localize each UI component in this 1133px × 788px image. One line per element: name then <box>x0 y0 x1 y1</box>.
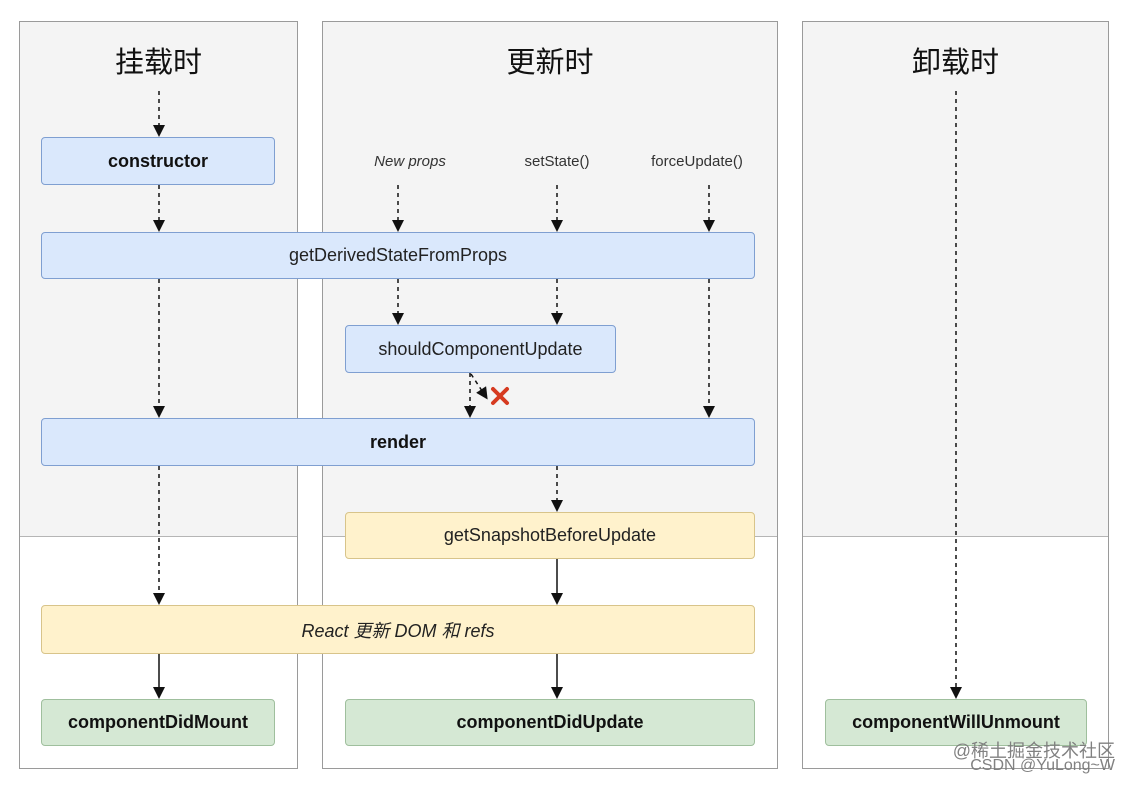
should-component-update-node: shouldComponentUpdate <box>345 325 616 373</box>
react-update-dom-and-refs-node: React 更新 DOM 和 refs <box>41 605 755 654</box>
get-snapshot-before-update-node: getSnapshotBeforeUpdate <box>345 512 755 559</box>
update-title: 更新时 <box>506 45 594 79</box>
trigger-force-update: forceUpdate() <box>651 153 743 170</box>
constructor-node: constructor <box>41 137 275 185</box>
get-derived-state-from-props-node: getDerivedStateFromProps <box>41 232 755 279</box>
component-will-unmount-node: componentWillUnmount <box>825 699 1087 746</box>
mount-title: 挂载时 <box>114 45 202 79</box>
component-did-mount-node: componentDidMount <box>41 699 275 746</box>
red-x-icon <box>491 387 509 405</box>
arrow-should-rejected <box>470 373 488 400</box>
trigger-new-props: New props <box>374 153 446 170</box>
unmount-title: 卸载时 <box>911 45 999 79</box>
render-node: render <box>41 418 755 466</box>
trigger-set-state: setState() <box>524 153 590 170</box>
component-did-update-node: componentDidUpdate <box>345 699 755 746</box>
